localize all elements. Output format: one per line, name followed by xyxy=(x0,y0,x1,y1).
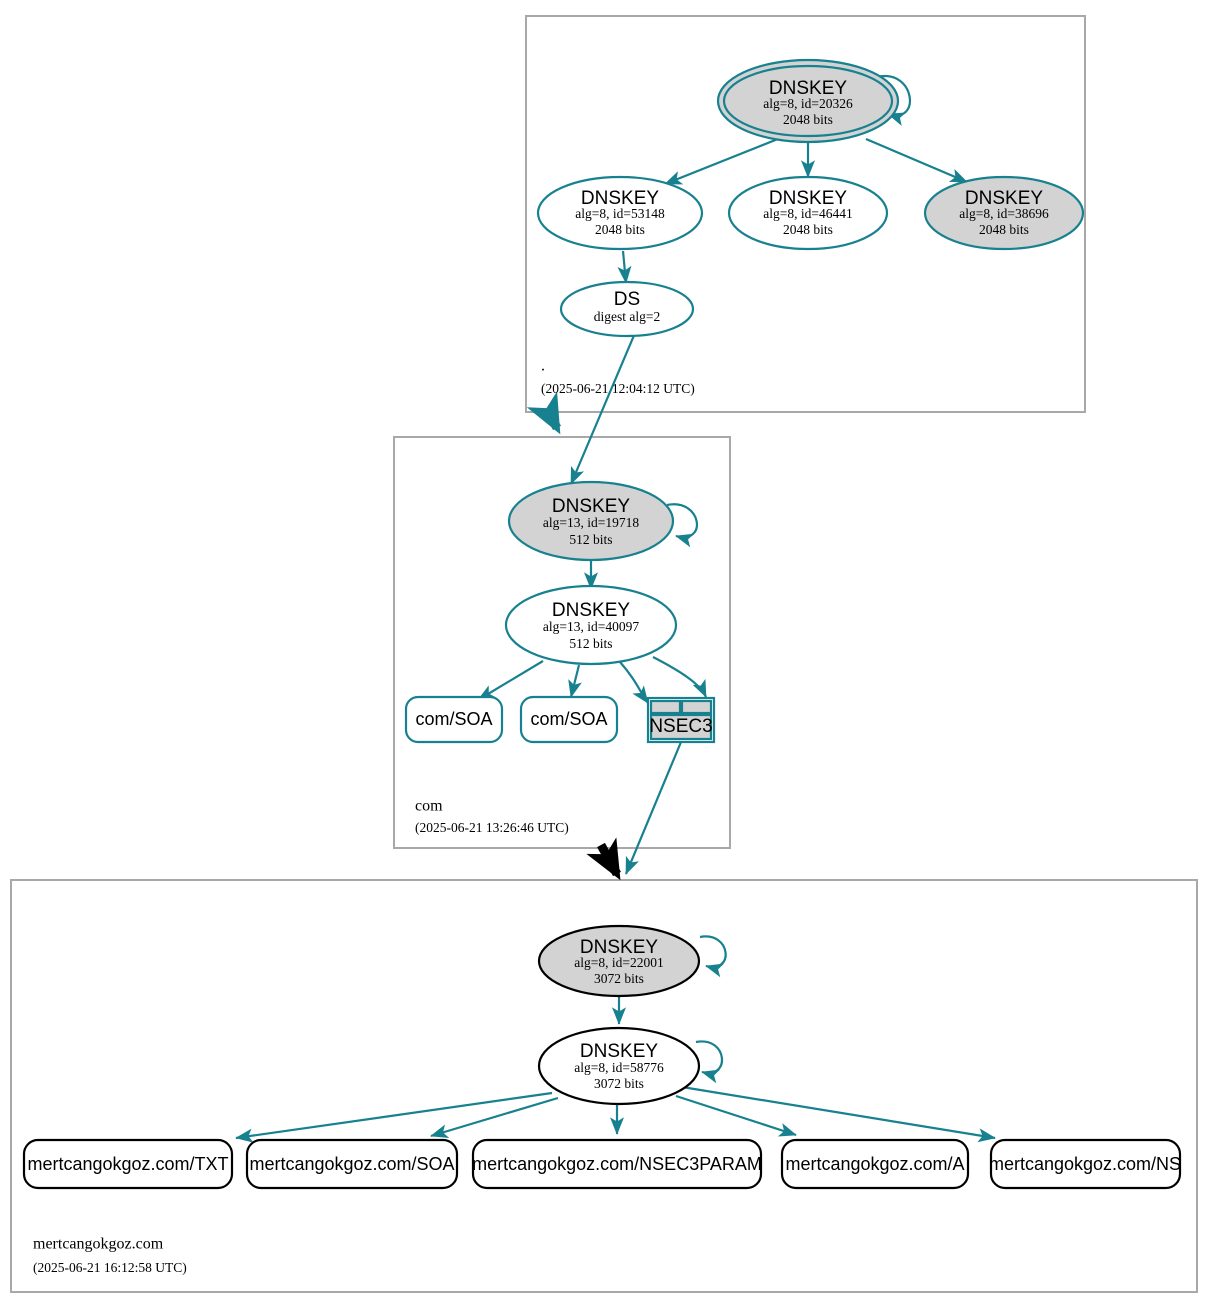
node-rrset-mcg-soa[interactable]: mertcangokgoz.com/SOA xyxy=(245,1138,459,1190)
node-line3: 2048 bits xyxy=(783,112,833,127)
node-shape xyxy=(727,175,889,251)
node-title: DS xyxy=(614,289,640,310)
edge-trust-root-to-com xyxy=(526,391,561,435)
node-line2: alg=8, id=53148 xyxy=(575,206,665,221)
node-rrset-mcg-ns[interactable]: mertcangokgoz.com/NS xyxy=(989,1138,1182,1190)
edge-mcg58776-to-txt xyxy=(235,1091,553,1143)
node-dnskey-mcg-22001[interactable]: DNSKEY alg=8, id=22001 3072 bits xyxy=(537,924,701,998)
edge-root20326-to-root53148 xyxy=(664,135,784,186)
node-ds-root[interactable]: DS digest alg=2 xyxy=(559,280,695,338)
node-rrset-mcg-nsec3param[interactable]: mertcangokgoz.com/NSEC3PARAM xyxy=(471,1138,763,1190)
zone-label-mertcangokgoz: mertcangokgoz.com xyxy=(33,1236,164,1253)
node-line2: alg=8, id=38696 xyxy=(959,206,1049,221)
node-shape xyxy=(22,1138,234,1190)
node-line3: 2048 bits xyxy=(979,222,1029,237)
node-dnskey-root-20326[interactable]: DNSKEY alg=8, id=20326 2048 bits xyxy=(716,58,900,144)
node-label: NSEC3 xyxy=(649,716,712,737)
node-shape-inner xyxy=(722,64,894,138)
node-shape xyxy=(536,175,704,251)
node-title: DNSKEY xyxy=(769,78,847,99)
edge-com40097-to-comsoa1 xyxy=(477,660,544,701)
edge-delegation-com-to-mertcangokgoz xyxy=(586,837,621,881)
node-line2: alg=8, id=58776 xyxy=(574,1060,664,1075)
node-label: com/SOA xyxy=(530,709,607,729)
node-rrset-com-soa-1[interactable]: com/SOA xyxy=(404,695,504,744)
node-line2: alg=13, id=19718 xyxy=(543,515,639,530)
edge-nsec3-to-mcg-zone xyxy=(624,741,683,875)
edge-selfsign-mcg-22001 xyxy=(699,935,727,978)
node-shape xyxy=(245,1138,459,1190)
node-line3: 3072 bits xyxy=(594,971,644,986)
node-shape xyxy=(471,1138,763,1190)
node-title: DNSKEY xyxy=(580,937,658,958)
node-shape xyxy=(537,1026,701,1106)
node-label: mertcangokgoz.com/NS xyxy=(989,1154,1181,1174)
node-title: DNSKEY xyxy=(581,188,659,209)
node-line2: digest alg=2 xyxy=(594,309,660,324)
node-dnskey-com-19718[interactable]: DNSKEY alg=13, id=19718 512 bits xyxy=(507,480,675,562)
node-rrset-com-nsec3[interactable]: NSEC3 xyxy=(646,696,716,744)
node-label: mertcangokgoz.com/SOA xyxy=(249,1154,454,1174)
node-label: mertcangokgoz.com/TXT xyxy=(27,1154,228,1174)
zone-label-root: . xyxy=(541,358,545,375)
node-rrset-mcg-txt[interactable]: mertcangokgoz.com/TXT xyxy=(22,1138,234,1190)
node-line2: alg=8, id=22001 xyxy=(574,955,663,970)
nsec3-cell-right xyxy=(680,699,713,715)
edge-ds-to-com19718 xyxy=(569,332,637,485)
zone-timestamp-com: (2025-06-21 13:26:46 UTC) xyxy=(415,820,569,835)
edge-selfsign-root-20326 xyxy=(876,74,911,126)
edge-com40097-to-comsoa2 xyxy=(568,664,582,698)
node-line3: 512 bits xyxy=(569,636,612,651)
node-title: DNSKEY xyxy=(965,188,1043,209)
node-label: mertcangokgoz.com/NSEC3PARAM xyxy=(472,1154,762,1174)
node-title: DNSKEY xyxy=(769,188,847,209)
node-line2: alg=8, id=20326 xyxy=(763,96,853,111)
node-title: DNSKEY xyxy=(580,1041,658,1062)
node-shape xyxy=(559,280,695,338)
nsec3-cell-body xyxy=(649,713,713,741)
edge-mcg58776-to-ns xyxy=(681,1085,996,1143)
node-dnskey-com-40097[interactable]: DNSKEY alg=13, id=40097 512 bits xyxy=(504,584,678,666)
zone-timestamp-root: (2025-06-21 12:04:12 UTC) xyxy=(541,381,695,396)
node-shape xyxy=(504,584,678,666)
node-line3: 2048 bits xyxy=(595,222,645,237)
zone-box-com xyxy=(393,436,731,849)
edge-com40097-to-nsec3-b xyxy=(652,656,707,698)
node-shape xyxy=(989,1138,1182,1190)
node-shape xyxy=(780,1138,970,1190)
node-title: DNSKEY xyxy=(552,600,630,621)
node-title: DNSKEY xyxy=(552,496,630,517)
node-rrset-com-soa-2[interactable]: com/SOA xyxy=(519,695,619,744)
node-dnskey-root-46441[interactable]: DNSKEY alg=8, id=46441 2048 bits xyxy=(727,175,889,251)
edge-selfsign-com-19718 xyxy=(666,503,699,548)
zone-box-root xyxy=(525,15,1086,413)
node-shape xyxy=(507,480,675,562)
edge-root53148-to-ds xyxy=(617,250,632,284)
edge-mcg58776-to-soa xyxy=(430,1096,559,1138)
node-dnskey-root-38696[interactable]: DNSKEY alg=8, id=38696 2048 bits xyxy=(923,175,1085,251)
node-line2: alg=13, id=40097 xyxy=(543,619,639,634)
node-line2: alg=8, id=46441 xyxy=(763,206,852,221)
edge-root20326-to-root38696 xyxy=(865,137,968,184)
node-dnskey-mcg-58776[interactable]: DNSKEY alg=8, id=58776 3072 bits xyxy=(537,1026,701,1106)
node-shape xyxy=(519,695,619,744)
zone-timestamp-mertcangokgoz: (2025-06-21 16:12:58 UTC) xyxy=(33,1260,187,1275)
node-line3: 2048 bits xyxy=(783,222,833,237)
zone-label-com: com xyxy=(415,798,443,815)
node-label: com/SOA xyxy=(415,709,492,729)
node-line3: 3072 bits xyxy=(594,1076,644,1091)
node-line3: 512 bits xyxy=(569,532,612,547)
nsec3-cell-left xyxy=(649,699,682,715)
node-rrset-mcg-a[interactable]: mertcangokgoz.com/A xyxy=(780,1138,970,1190)
node-shape xyxy=(404,695,504,744)
edge-mcg58776-to-a xyxy=(675,1094,797,1137)
node-label: mertcangokgoz.com/A xyxy=(785,1154,964,1174)
node-dnskey-root-53148[interactable]: DNSKEY alg=8, id=53148 2048 bits xyxy=(536,175,704,251)
edge-com40097-to-nsec3-a xyxy=(619,661,649,704)
node-shape xyxy=(537,924,701,998)
node-shape xyxy=(923,175,1085,251)
edge-selfsign-mcg-58776 xyxy=(695,1040,724,1084)
